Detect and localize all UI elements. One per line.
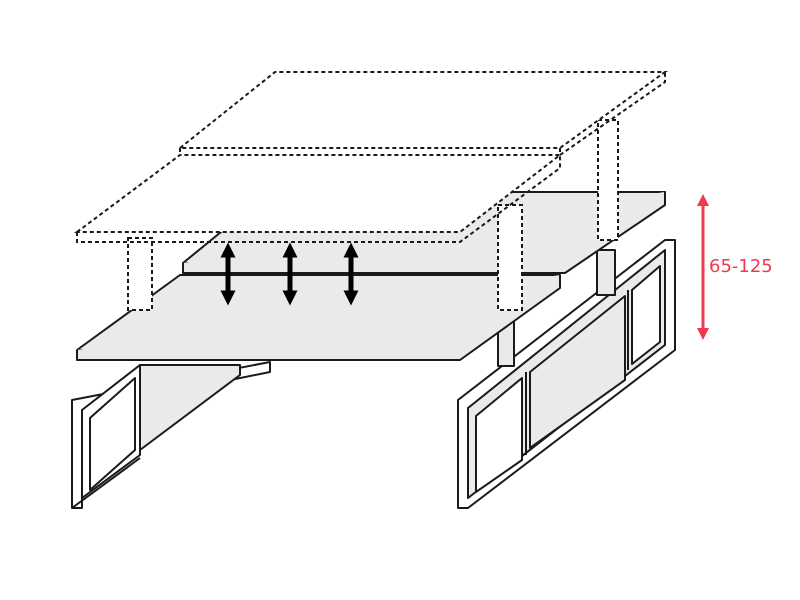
left-frame (71, 361, 271, 509)
raised-desktop-outline (73, 71, 669, 311)
height-adjust-arrows (220, 242, 359, 306)
lower-leg-back-right (596, 249, 616, 296)
raised-desktop-rear (177, 71, 669, 149)
raised-leg-right (497, 204, 523, 311)
raised-desktop-front (73, 154, 563, 233)
right-frame (457, 239, 676, 509)
lower-desktop-front (76, 274, 561, 361)
raised-leg-left (127, 237, 153, 311)
raised-leg-back (597, 119, 619, 241)
height-range-label: 65-125 (709, 256, 773, 277)
